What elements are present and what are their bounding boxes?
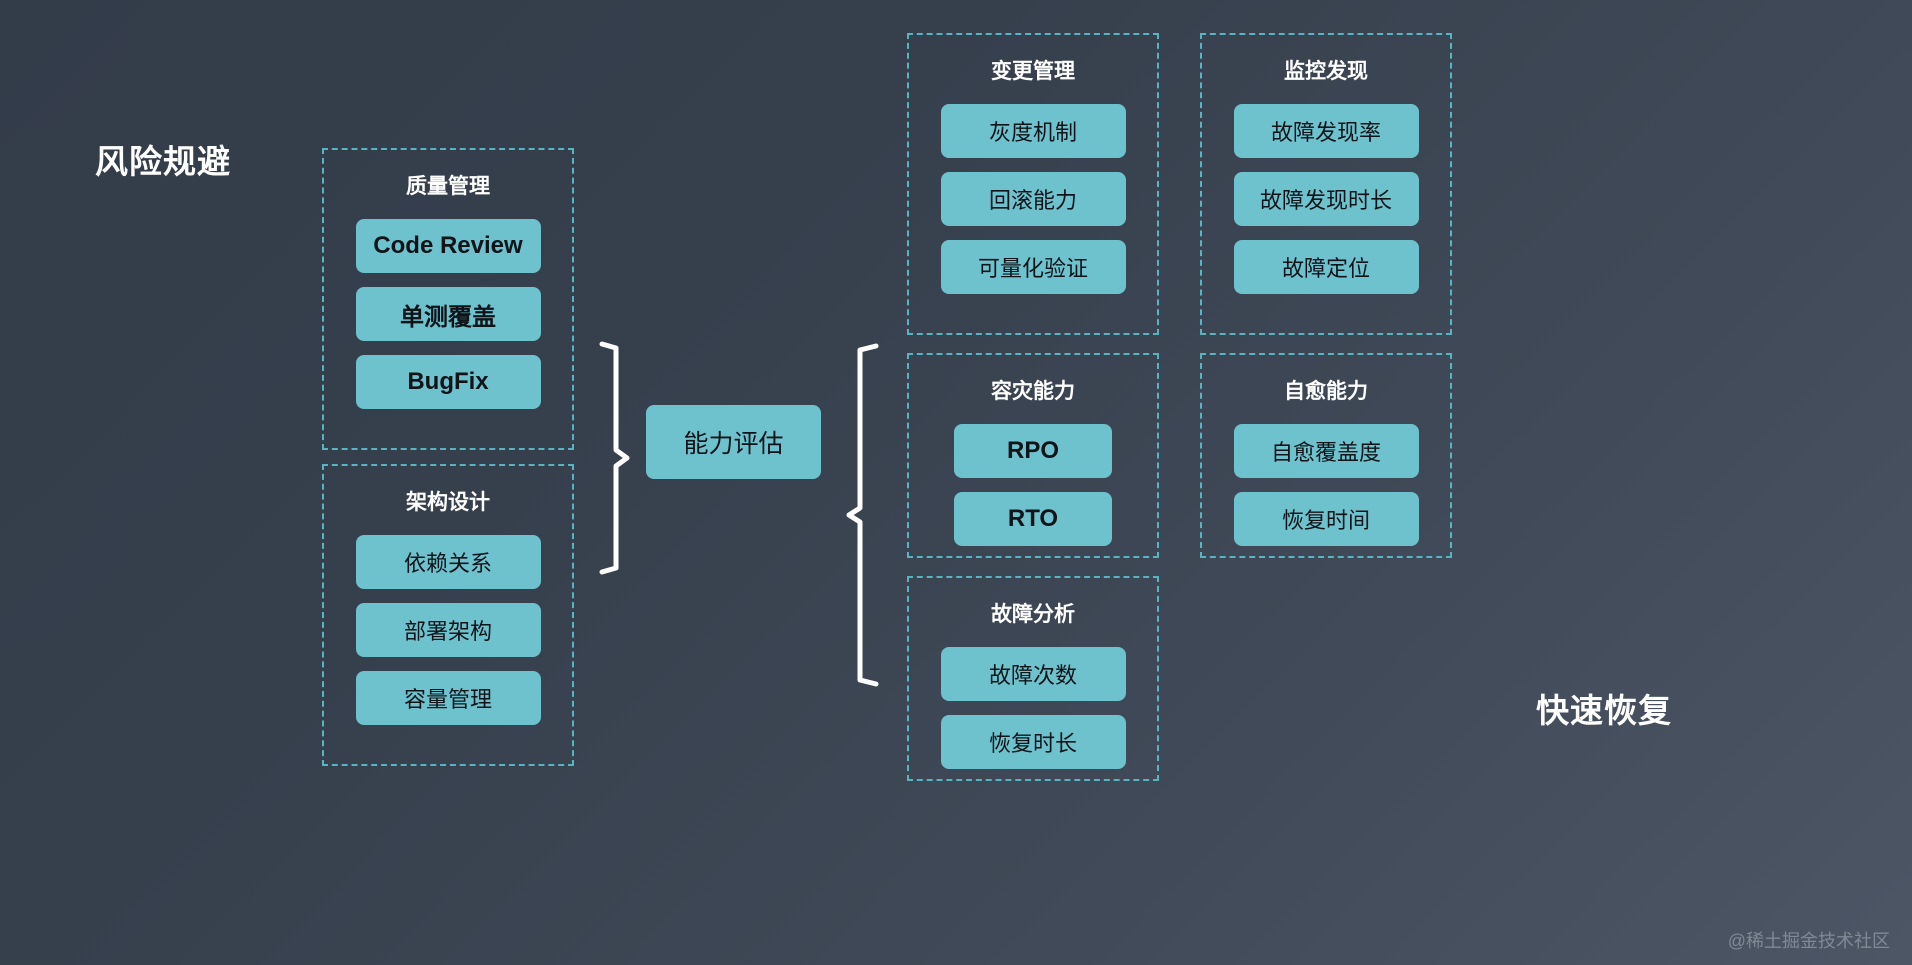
group-title-architecture-design: 架构设计: [406, 491, 490, 514]
group-title-change-management: 变更管理: [991, 60, 1075, 83]
node-self-healing-coverage[interactable]: 自愈覆盖度: [1233, 424, 1419, 478]
node-fault-localization[interactable]: 故障定位: [1233, 240, 1419, 294]
watermark: @稀土掘金技术社区: [1727, 931, 1890, 951]
node-dependency-relation[interactable]: 依赖关系: [355, 535, 541, 589]
section-label-risk-avoidance: 风险规避: [95, 143, 231, 180]
group-items-disaster-recovery: RPO RTO: [909, 405, 1157, 546]
node-code-review[interactable]: Code Review: [355, 219, 541, 273]
node-fault-detection-duration[interactable]: 故障发现时长: [1233, 172, 1419, 226]
section-label-fast-recovery: 快速恢复: [1536, 692, 1672, 729]
group-title-fault-analysis: 故障分析: [991, 603, 1075, 626]
node-bugfix[interactable]: BugFix: [355, 355, 541, 409]
group-fault-analysis: 故障分析 故障次数 恢复时长: [907, 576, 1159, 781]
node-recovery-time[interactable]: 恢复时间: [1233, 492, 1419, 546]
group-items-quality-management: Code Review 单测覆盖 BugFix: [324, 200, 572, 409]
node-deployment-architecture[interactable]: 部署架构: [355, 603, 541, 657]
node-rpo[interactable]: RPO: [954, 424, 1112, 478]
node-capability-evaluation[interactable]: 能力评估: [646, 405, 821, 479]
node-quantitative-verification[interactable]: 可量化验证: [940, 240, 1126, 294]
group-architecture-design: 架构设计 依赖关系 部署架构 容量管理: [322, 464, 574, 766]
group-change-management: 变更管理 灰度机制 回滚能力 可量化验证: [907, 33, 1159, 335]
group-items-monitoring-discovery: 故障发现率 故障发现时长 故障定位: [1202, 85, 1450, 294]
group-items-self-healing: 自愈覆盖度 恢复时间: [1202, 405, 1450, 546]
group-title-self-healing: 自愈能力: [1284, 380, 1368, 403]
group-title-quality-management: 质量管理: [406, 175, 490, 198]
group-items-change-management: 灰度机制 回滚能力 可量化验证: [909, 85, 1157, 294]
right-bracket: [846, 343, 879, 687]
node-fault-detection-rate[interactable]: 故障发现率: [1233, 104, 1419, 158]
group-disaster-recovery: 容灾能力 RPO RTO: [907, 353, 1159, 558]
node-unit-test-coverage[interactable]: 单测覆盖: [355, 287, 541, 341]
group-self-healing: 自愈能力 自愈覆盖度 恢复时间: [1200, 353, 1452, 558]
left-bracket: [599, 341, 630, 575]
group-quality-management: 质量管理 Code Review 单测覆盖 BugFix: [322, 148, 574, 450]
group-title-disaster-recovery: 容灾能力: [991, 380, 1075, 403]
node-fault-count[interactable]: 故障次数: [940, 647, 1126, 701]
node-recovery-duration[interactable]: 恢复时长: [940, 715, 1126, 769]
node-rto[interactable]: RTO: [954, 492, 1112, 546]
group-monitoring-discovery: 监控发现 故障发现率 故障发现时长 故障定位: [1200, 33, 1452, 335]
group-items-architecture-design: 依赖关系 部署架构 容量管理: [324, 516, 572, 725]
node-gray-release[interactable]: 灰度机制: [940, 104, 1126, 158]
group-title-monitoring-discovery: 监控发现: [1284, 60, 1368, 83]
node-capacity-management[interactable]: 容量管理: [355, 671, 541, 725]
node-rollback-capability[interactable]: 回滚能力: [940, 172, 1126, 226]
group-items-fault-analysis: 故障次数 恢复时长: [909, 628, 1157, 769]
